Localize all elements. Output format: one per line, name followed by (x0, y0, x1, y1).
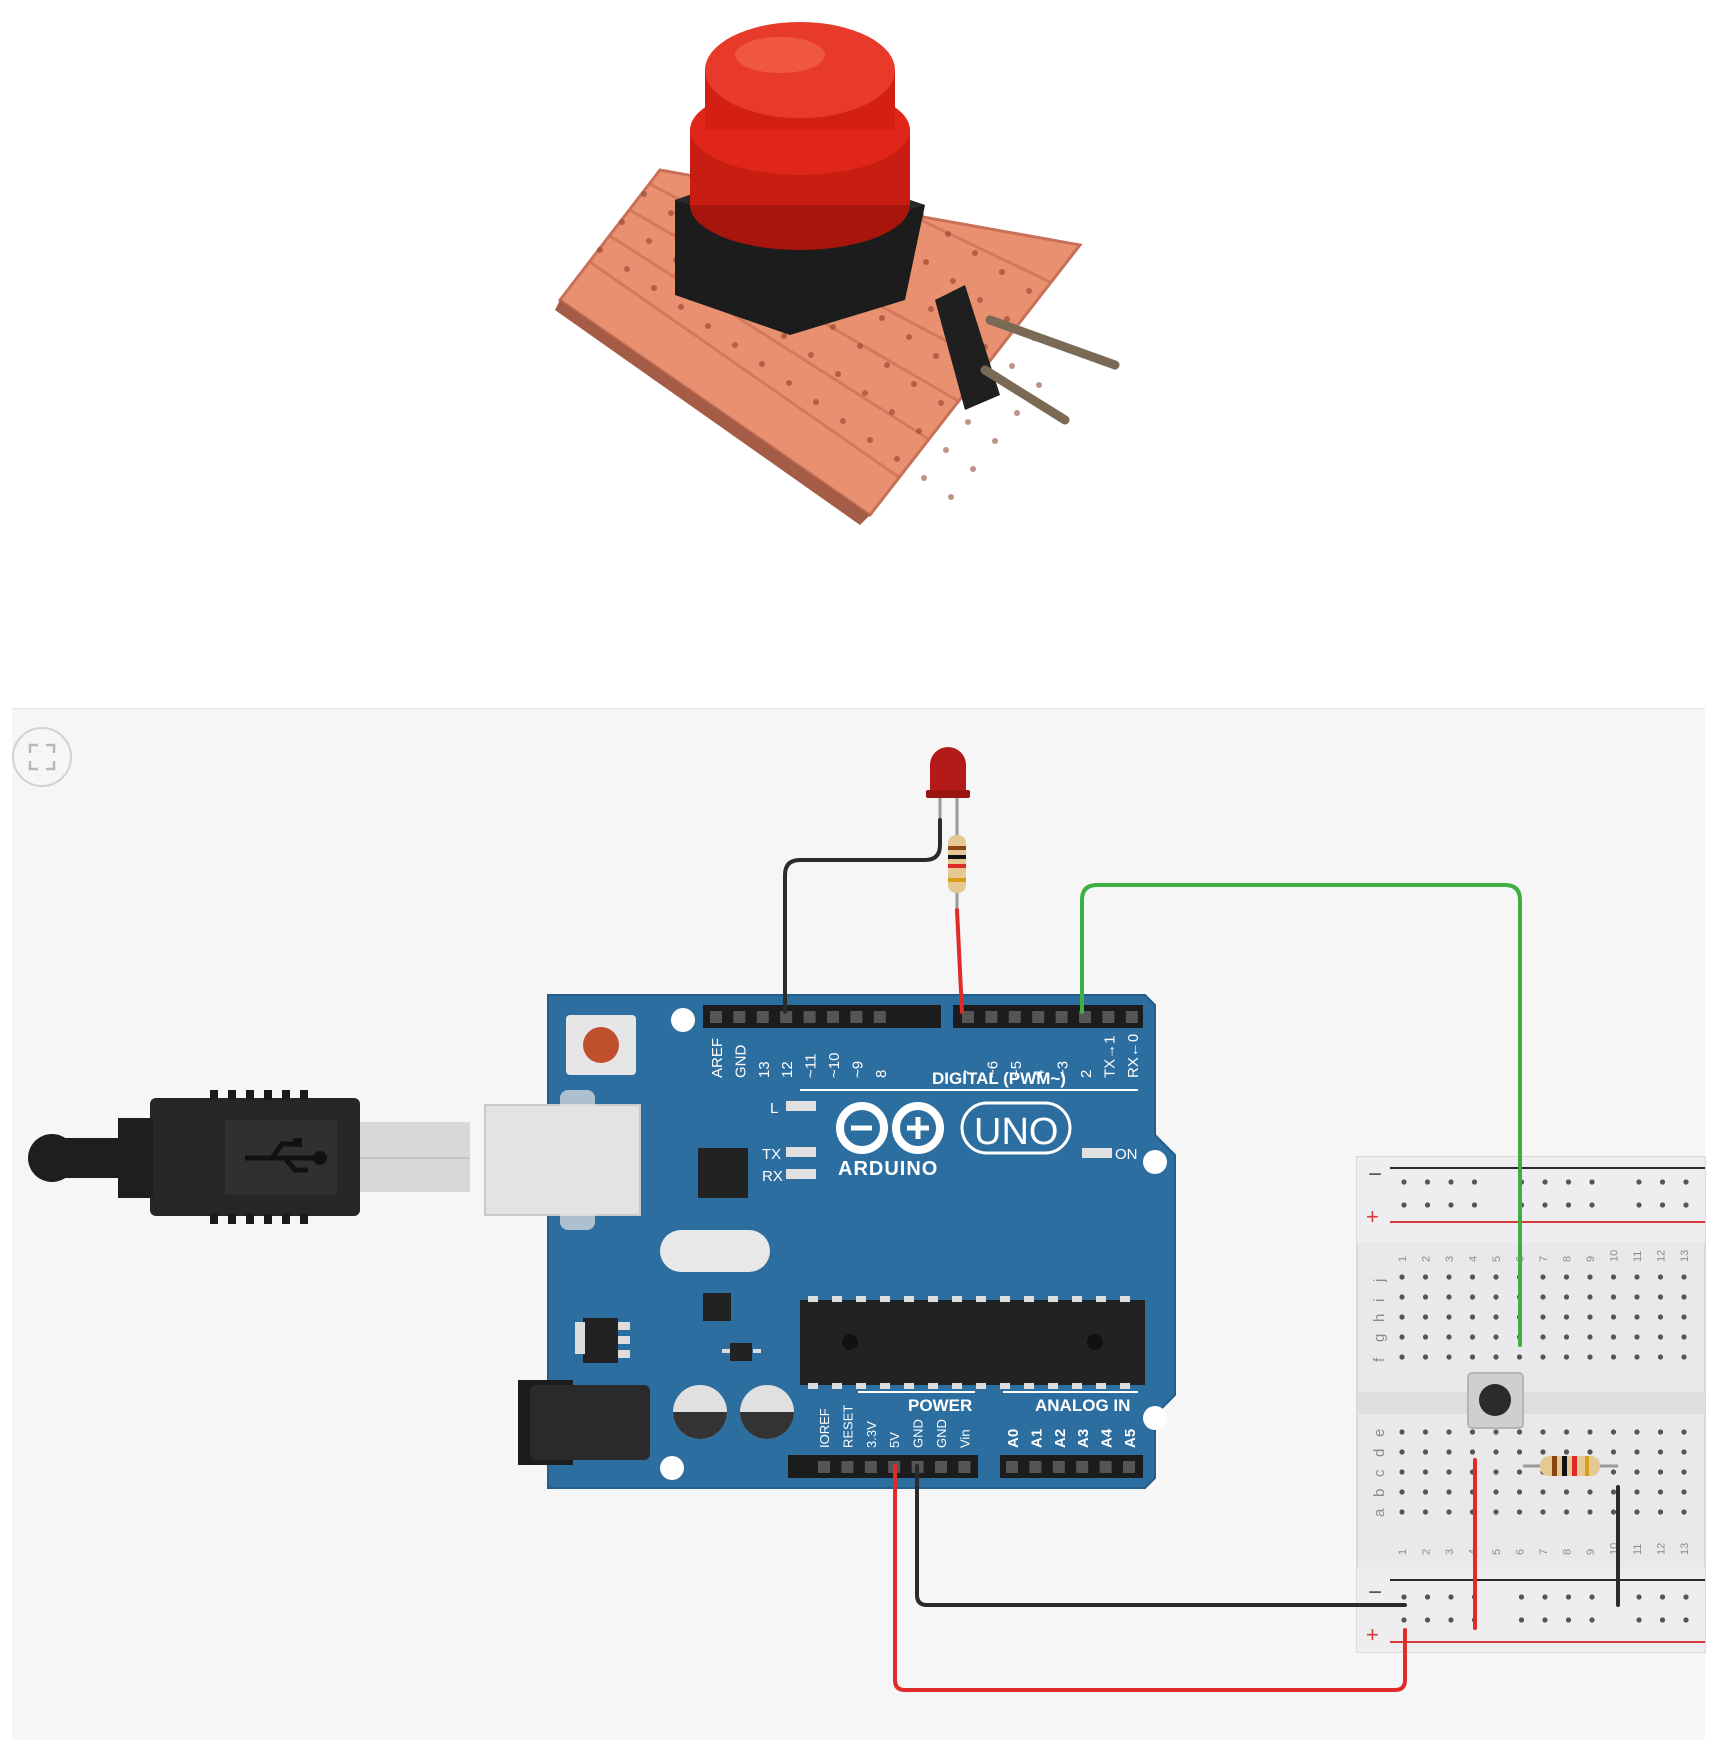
breadboard-column-number: 8 (1562, 1256, 1574, 1262)
rail-minus-bottom: − (1368, 1579, 1382, 1606)
analog-pin-label: A1 (1028, 1429, 1045, 1448)
digital-pin-label: ~10 (826, 1053, 843, 1078)
breadboard[interactable]: − + − + jihgfedcba1122334455667788991010… (1356, 1156, 1706, 1653)
digital-pin-label: TX→1 (1101, 1035, 1118, 1078)
breadboard-row-letter: d (1371, 1449, 1388, 1457)
breadboard-row-letter: c (1371, 1469, 1388, 1477)
breadboard-column-number: 13 (1679, 1250, 1691, 1262)
breadboard-row-letter: i (1371, 1299, 1388, 1302)
digital-pin-label: ~11 (803, 1054, 820, 1078)
digital-pin-label: RX←0 (1125, 1034, 1142, 1078)
power-pin-label: RESET (840, 1405, 855, 1448)
breadboard-column-number: 6 (1515, 1549, 1527, 1555)
breadboard-column-number: 8 (1562, 1549, 1574, 1555)
reset-button[interactable] (566, 1015, 636, 1075)
digital-pin-label: 8 (873, 1070, 890, 1078)
breadboard-column-number: 7 (1538, 1256, 1550, 1262)
digital-pin-label: AREF (709, 1038, 726, 1078)
arduino-infinity-logo (836, 1102, 944, 1154)
breadboard-row-letter: f (1371, 1357, 1388, 1362)
led-label-on: ON (1115, 1146, 1138, 1163)
digital-pin-label: ~9 (849, 1061, 866, 1078)
pull-down-resistor (1523, 1456, 1618, 1476)
usb-icon (225, 1120, 337, 1195)
breadboard-column-number: 11 (1632, 1251, 1644, 1262)
rail-minus-top: − (1368, 1161, 1382, 1188)
breadboard-row-letter: j (1371, 1279, 1388, 1283)
power-header-label: POWER (908, 1396, 972, 1415)
breadboard-row-letter: h (1371, 1314, 1388, 1322)
power-pin-label: 3.3V (864, 1421, 879, 1448)
analog-pin-label: A3 (1075, 1429, 1092, 1448)
breadboard-column-number: 1 (1397, 1549, 1409, 1555)
analog-pin-label: A2 (1052, 1429, 1069, 1448)
breadboard-column-number: 3 (1444, 1549, 1456, 1555)
atmega-chip (800, 1296, 1145, 1389)
breadboard-column-number: 9 (1585, 1549, 1597, 1555)
wire-led-ground[interactable] (783, 818, 942, 1014)
header-pins (935, 285, 1120, 425)
breadboard-column-number: 9 (1585, 1256, 1597, 1262)
breadboard-column-number: 1 (1397, 1256, 1409, 1262)
breadboard-column-number: 12 (1656, 1543, 1668, 1555)
rail-plus-top: + (1366, 1204, 1379, 1229)
breadboard-column-number: 11 (1632, 1544, 1644, 1555)
breadboard-column-number: 2 (1421, 1256, 1433, 1262)
usb-cable[interactable] (28, 1090, 470, 1224)
breadboard-column-number: 4 (1468, 1256, 1480, 1262)
digital-pin-label: 13 (756, 1061, 773, 1078)
breadboard-column-number: 5 (1491, 1549, 1503, 1555)
digital-pin-label: ~5 (1008, 1061, 1025, 1078)
red-led[interactable] (926, 747, 970, 825)
digital-pin-label: 2 (1078, 1070, 1095, 1078)
breadboard-column-number: 13 (1679, 1543, 1691, 1555)
breadboard-column-number: 5 (1491, 1256, 1503, 1262)
analog-pin-label: A5 (1122, 1429, 1139, 1448)
wire-5v[interactable] (893, 1464, 1407, 1692)
digital-pin-label: GND (732, 1045, 749, 1079)
breadboard-column-number: 3 (1444, 1256, 1456, 1262)
digital-pin-label: 12 (779, 1061, 796, 1078)
breadboard-column-number: 2 (1421, 1549, 1433, 1555)
power-pin-label: GND (934, 1419, 949, 1448)
power-pin-label: IOREF (817, 1408, 832, 1448)
led-label-rx: RX (762, 1168, 783, 1185)
breadboard-column-number: 12 (1656, 1250, 1668, 1262)
led-label-tx: TX (762, 1146, 781, 1163)
led-resistor (948, 825, 966, 910)
breadboard-column-number: 10 (1609, 1250, 1621, 1262)
digital-pin-label: 4 (1031, 1070, 1048, 1078)
digital-header-label: DIGITAL (PWM~) (932, 1069, 1066, 1088)
power-pin-label: Vin (957, 1429, 972, 1448)
push-button-module-photo (555, 22, 1120, 525)
wire-ground[interactable] (915, 1464, 1407, 1607)
digital-pin-label: 7 (961, 1070, 978, 1078)
capacitors (673, 1385, 794, 1439)
arduino-uno-board[interactable]: L TX RX ON ARDUINO UNO AREF GND 13 12 ~11 ~10… (484, 994, 1176, 1489)
breadboard-row-letter: b (1371, 1489, 1388, 1497)
led-label-l: L (770, 1100, 778, 1117)
breadboard-row-letter: a (1371, 1508, 1388, 1517)
analog-pin-label: A0 (1005, 1429, 1022, 1448)
fit-view-button[interactable] (12, 727, 72, 787)
breadboard-row-letter: e (1371, 1429, 1388, 1437)
analog-pin-label: A4 (1099, 1428, 1116, 1448)
brand-label: ARDUINO (838, 1158, 938, 1180)
breadboard-column-number: 7 (1538, 1549, 1550, 1555)
digital-pin-label: ~3 (1055, 1061, 1072, 1078)
red-button-cap (690, 22, 910, 250)
wire-button-signal[interactable] (1080, 883, 1522, 1347)
analog-header-label: ANALOG IN (1035, 1396, 1130, 1415)
power-pin-label: GND (911, 1419, 926, 1448)
wire-led-signal[interactable] (955, 908, 964, 1014)
digital-pin-label: ~6 (984, 1061, 1001, 1078)
rail-plus-bottom: + (1366, 1622, 1379, 1647)
breadboard-push-button[interactable] (1467, 1372, 1524, 1429)
power-pin-label: 5V (887, 1432, 902, 1448)
fullscreen-corners-icon (28, 743, 56, 771)
breadboard-row-letter: g (1371, 1334, 1388, 1342)
model-label: UNO (974, 1111, 1058, 1153)
